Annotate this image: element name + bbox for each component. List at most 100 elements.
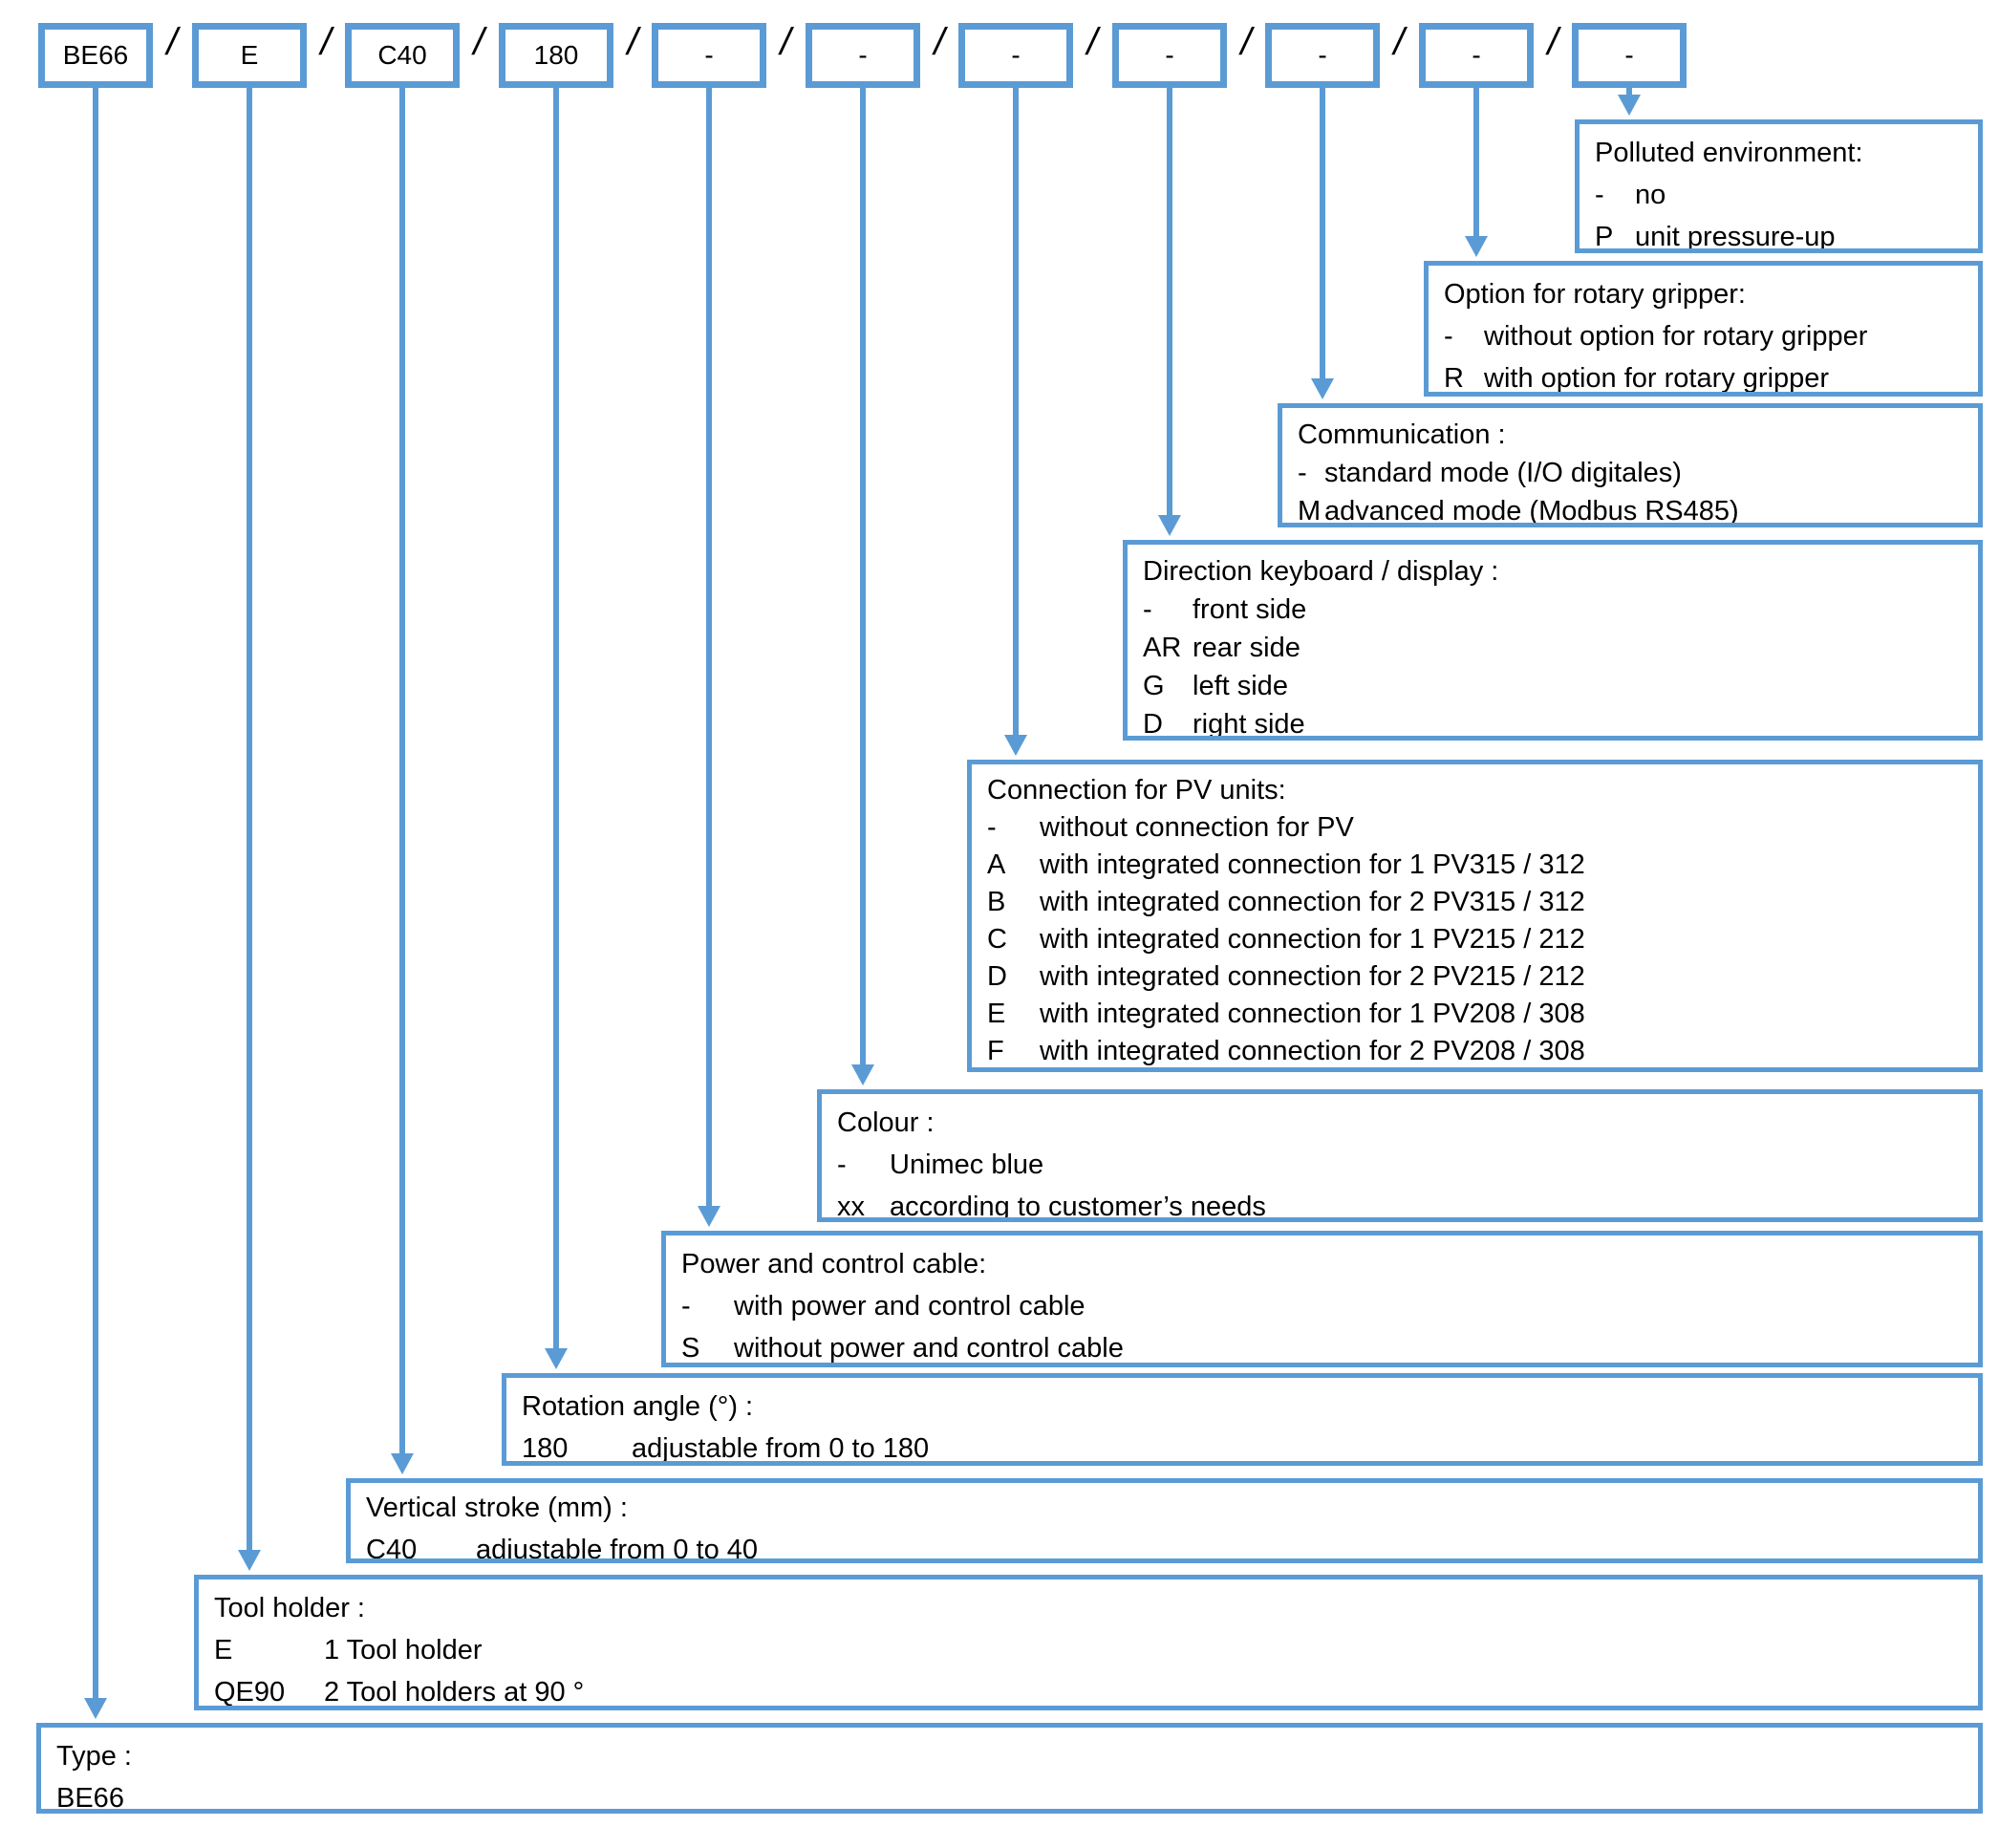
- code-box-rotation-angle: 180: [499, 23, 613, 88]
- section-tool-holder: Tool holder : E 1 Tool holder QE90 2 Tool …: [194, 1575, 1983, 1710]
- option-code: S: [681, 1333, 700, 1364]
- section-title: Colour :: [837, 1107, 935, 1138]
- section-title: Option for rotary gripper:: [1444, 279, 1746, 310]
- option-code: -: [987, 812, 997, 843]
- option-text: with integrated connection for 1 PV315 /…: [1040, 849, 1585, 880]
- option-code: G: [1143, 671, 1165, 701]
- separator-slash: /: [934, 21, 945, 63]
- option-text: standard mode (I/O digitales): [1324, 458, 1682, 488]
- option-text: with integrated connection for 1 PV215 /…: [1040, 924, 1585, 955]
- code-box-label: -: [1472, 40, 1481, 70]
- section-title: Vertical stroke (mm) :: [366, 1493, 628, 1523]
- separator-slash: /: [1393, 21, 1405, 63]
- section-title: Polluted environment:: [1595, 138, 1863, 168]
- separator-slash: /: [166, 21, 178, 63]
- separator-slash: /: [780, 21, 791, 63]
- code-box-label: -: [1318, 40, 1327, 70]
- separator-slash: /: [1547, 21, 1558, 63]
- code-box-colour: -: [806, 23, 920, 88]
- option-text: without option for rotary gripper: [1484, 321, 1868, 352]
- code-box-label: E: [240, 40, 259, 70]
- option-code: xx: [837, 1192, 865, 1222]
- option-code: C40: [366, 1535, 418, 1563]
- option-text: without connection for PV: [1040, 812, 1354, 843]
- section-type: Type : BE66: [36, 1723, 1983, 1814]
- option-text: [124, 1777, 1970, 1809]
- option-code: QE90: [214, 1677, 286, 1708]
- option-text: 1 Tool holder: [324, 1635, 483, 1665]
- code-box-label: -: [1011, 40, 1021, 70]
- option-text: with option for rotary gripper: [1484, 363, 1830, 394]
- option-text: with integrated connection for 1 PV208 /…: [1040, 999, 1585, 1029]
- code-box-label: -: [704, 40, 714, 70]
- section-title: Tool holder :: [214, 1593, 365, 1623]
- option-code: A: [987, 849, 1006, 880]
- section-vertical-stroke: Vertical stroke (mm) : C40 adjustable fro…: [346, 1478, 1983, 1563]
- option-code: -: [681, 1291, 691, 1322]
- separator-slash: /: [1086, 21, 1098, 63]
- option-text: front side: [1193, 594, 1307, 625]
- option-code: E: [987, 999, 1006, 1029]
- section-pv-connection: Connection for PV units: - without connec…: [967, 760, 1983, 1072]
- code-box-label: -: [1624, 40, 1634, 70]
- option-text: advanced mode (Modbus RS485): [1324, 496, 1739, 526]
- code-box-vertical-stroke: C40: [345, 23, 460, 88]
- code-box-type: BE66: [38, 23, 153, 88]
- section-title: Communication :: [1298, 419, 1506, 450]
- option-text: with integrated connection for 2 PV315 /…: [1040, 887, 1585, 917]
- option-code: -: [1595, 180, 1604, 210]
- code-box-rotary-gripper: -: [1419, 23, 1534, 88]
- option-code: -: [1298, 458, 1307, 488]
- separator-slash: /: [320, 21, 332, 63]
- option-text: left side: [1193, 671, 1288, 701]
- option-text: 2 Tool holders at 90 °: [324, 1677, 585, 1708]
- option-code: E: [214, 1635, 233, 1665]
- option-text: with power and control cable: [734, 1291, 1085, 1322]
- option-code: R: [1444, 363, 1464, 394]
- option-code: 180: [522, 1433, 569, 1464]
- section-rotary-gripper: Option for rotary gripper: -without opti…: [1424, 261, 1983, 397]
- option-text: right side: [1193, 709, 1305, 740]
- separator-slash: /: [473, 21, 484, 63]
- section-title: Connection for PV units:: [987, 775, 1286, 806]
- option-text: no: [1635, 180, 1666, 210]
- code-box-label: -: [1165, 40, 1174, 70]
- code-box-pv-connection: -: [958, 23, 1073, 88]
- option-code: D: [1143, 709, 1163, 740]
- option-code: -: [1143, 594, 1152, 625]
- section-power-control-cable: Power and control cable: - with power and…: [661, 1231, 1983, 1367]
- option-code: AR: [1143, 633, 1182, 663]
- option-text: without power and control cable: [734, 1333, 1124, 1364]
- section-title: Power and control cable:: [681, 1249, 987, 1279]
- option-code: -: [1444, 321, 1453, 352]
- option-text: adjustable from 0 to 180: [632, 1433, 930, 1464]
- option-text: adjustable from 0 to 40: [476, 1535, 759, 1563]
- option-code: P: [1595, 222, 1614, 252]
- option-text: Unimec blue: [890, 1150, 1044, 1180]
- option-text: unit pressure-up: [1635, 222, 1836, 252]
- option-code: -: [837, 1150, 847, 1180]
- separator-slash: /: [1240, 21, 1252, 63]
- section-title: Direction keyboard / display :: [1143, 556, 1499, 587]
- code-box-label: 180: [533, 40, 579, 70]
- code-box-polluted-environment: -: [1572, 23, 1687, 88]
- option-code: BE66: [56, 1783, 124, 1814]
- code-box-label: -: [858, 40, 868, 70]
- option-text: according to customer’s needs: [890, 1192, 1266, 1222]
- code-box-tool-holder: E: [192, 23, 307, 88]
- option-code: M: [1298, 496, 1322, 526]
- section-title: Type :: [56, 1741, 132, 1772]
- option-code: F: [987, 1036, 1004, 1066]
- option-text: rear side: [1193, 633, 1300, 663]
- option-text: with integrated connection for 2 PV208 /…: [1040, 1036, 1585, 1066]
- code-box-direction: -: [1112, 23, 1227, 88]
- section-communication: Communication : -standard mode (I/O digi…: [1278, 403, 1983, 527]
- option-code: D: [987, 961, 1007, 992]
- code-box-label: C40: [377, 40, 427, 70]
- section-colour: Colour : - Unimec blue xx according to cus…: [817, 1089, 1983, 1222]
- section-direction-keyboard-display: Direction keyboard / display : - front si…: [1123, 540, 1983, 741]
- option-code: B: [987, 887, 1006, 917]
